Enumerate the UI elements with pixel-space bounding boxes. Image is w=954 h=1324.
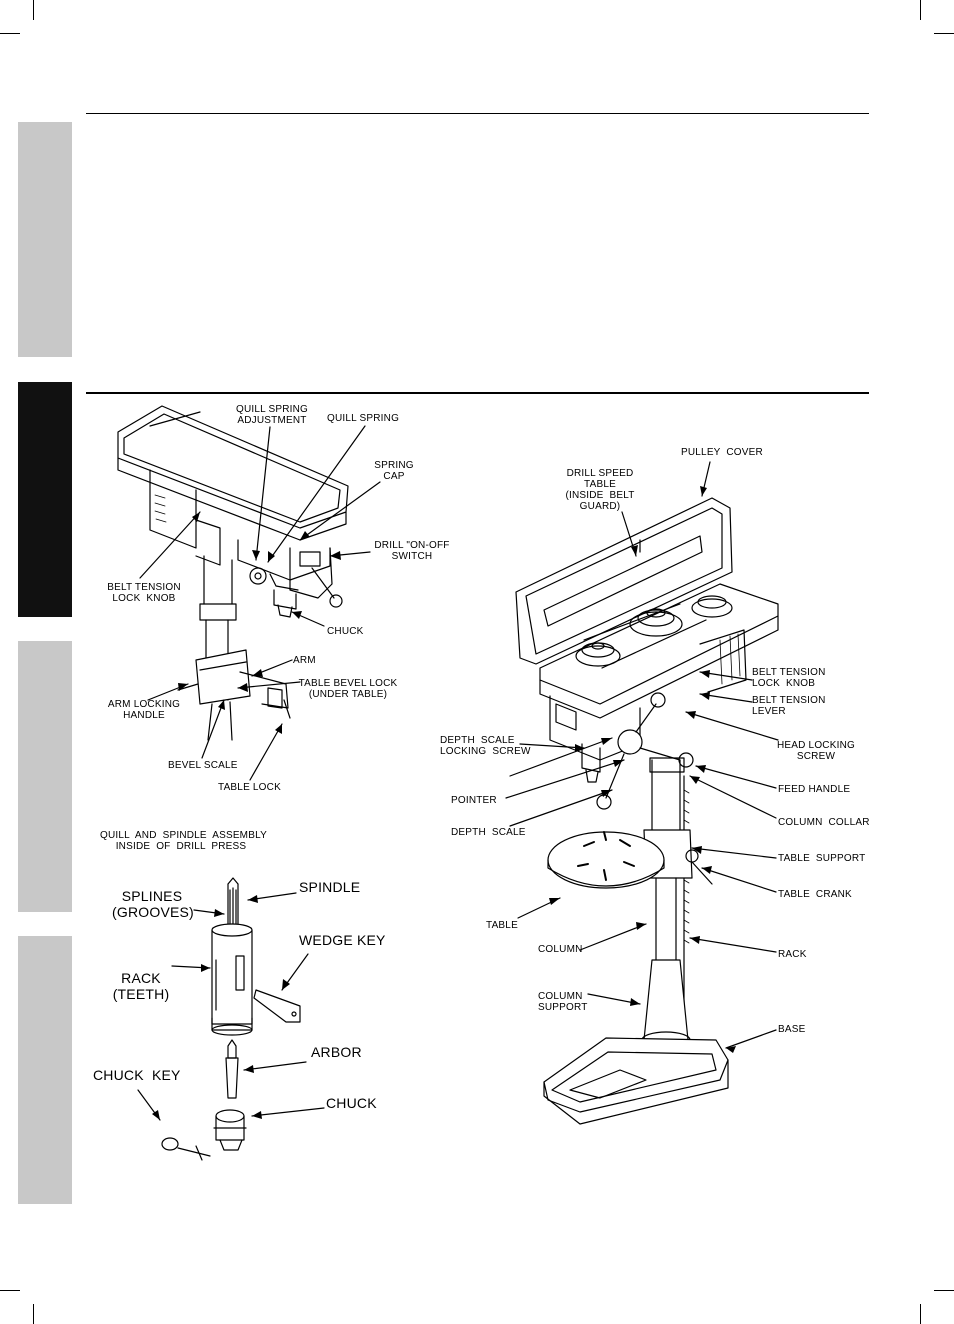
label-arm: ARM: [293, 655, 316, 666]
label-base: BASE: [778, 1024, 806, 1035]
label-depth-scale: DEPTH SCALE: [451, 827, 526, 838]
label-arm-locking-handle: ARM LOCKING HANDLE: [107, 699, 181, 721]
spindle-assembly: [161, 877, 301, 1161]
label-belt-tension-lock-knob-right: BELT TENSION LOCK KNOB: [752, 667, 826, 689]
label-quill-spring: QUILL SPRING: [327, 413, 400, 424]
label-assembly-caption: QUILL AND SPINDLE ASSEMBLY INSIDE OF DRI…: [100, 830, 267, 852]
label-column: COLUMN: [538, 944, 583, 955]
crop-mark-br-v: [920, 1304, 921, 1324]
label-belt-tension-lever: BELT TENSION LEVER: [752, 695, 826, 717]
label-splines: SPLINES (GROOVES): [112, 888, 194, 920]
label-spindle: SPINDLE: [299, 879, 361, 895]
crop-mark-tr-v: [920, 0, 921, 20]
section-tab-1: [18, 122, 72, 357]
section-tab-2-active: [18, 382, 72, 617]
label-pointer: POINTER: [451, 795, 497, 806]
crop-mark-bl-v: [33, 1304, 34, 1324]
crop-mark-br-h: [934, 1290, 954, 1291]
label-table-crank: TABLE CRANK: [778, 889, 852, 900]
label-column-support: COLUMN SUPPORT: [538, 991, 588, 1013]
label-rack: RACK: [778, 949, 807, 960]
label-column-collar: COLUMN COLLAR: [778, 817, 870, 828]
label-spring-cap: SPRING CAP: [374, 460, 414, 482]
label-chuck-assembly: CHUCK: [326, 1095, 377, 1111]
crop-mark-tr-h: [934, 33, 954, 34]
label-quill-spring-adjustment: QUILL SPRING ADJUSTMENT: [235, 404, 309, 426]
label-arbor: ARBOR: [311, 1044, 362, 1060]
top-rule: [86, 113, 869, 114]
left-drill-head: [117, 405, 349, 741]
label-table-lock: TABLE LOCK: [218, 782, 281, 793]
crop-mark-bl-h: [0, 1290, 20, 1291]
label-drill-speed-table: DRILL SPEED TABLE (INSIDE BELT GUARD): [565, 468, 635, 512]
label-belt-tension-lock-knob-left: BELT TENSION LOCK KNOB: [107, 582, 181, 604]
label-chuck-left: CHUCK: [327, 626, 364, 637]
section-tab-3: [18, 641, 72, 912]
label-table-support: TABLE SUPPORT: [778, 853, 866, 864]
right-drill-press: [515, 497, 779, 1125]
label-feed-handle: FEED HANDLE: [778, 784, 851, 795]
label-drill-on-off-switch: DRILL "ON-OFF SWITCH: [374, 540, 450, 562]
label-bevel-scale: BEVEL SCALE: [168, 760, 238, 771]
label-wedge-key: WEDGE KEY: [299, 932, 386, 948]
crop-mark-tl-h: [0, 33, 20, 34]
label-pulley-cover: PULLEY COVER: [681, 447, 763, 458]
section-rule: [86, 392, 869, 394]
label-head-locking-screw: HEAD LOCKING SCREW: [777, 740, 855, 762]
label-table-bevel-lock: TABLE BEVEL LOCK (UNDER TABLE): [298, 678, 398, 700]
label-rack-teeth: RACK (TEETH): [112, 970, 170, 1002]
label-chuck-key: CHUCK KEY: [93, 1067, 181, 1083]
label-depth-scale-locking-screw: DEPTH SCALE LOCKING SCREW: [440, 735, 531, 757]
label-table: TABLE: [486, 920, 518, 931]
section-tab-4: [18, 936, 72, 1204]
crop-mark-tl-v: [33, 0, 34, 20]
